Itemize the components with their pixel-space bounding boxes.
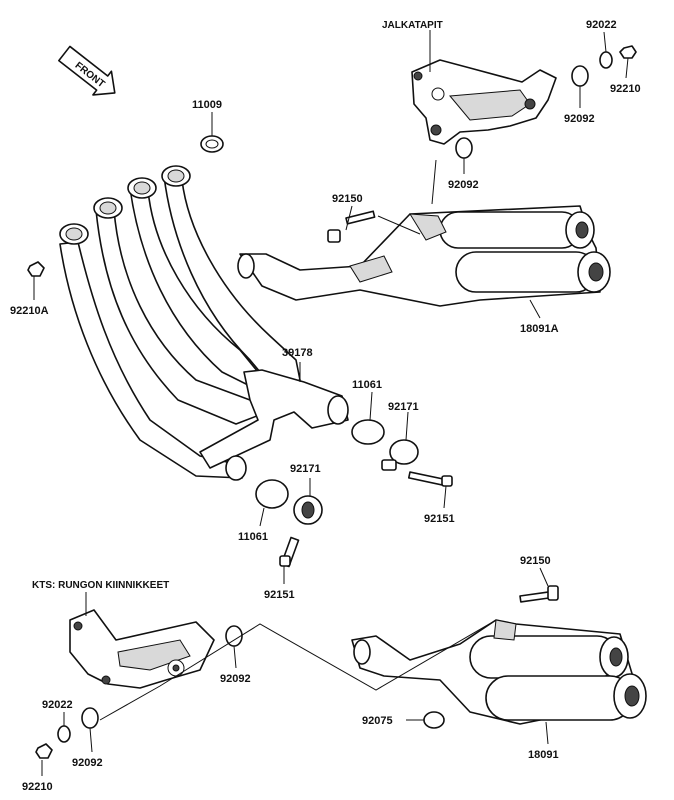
label-92022-top: 92022: [586, 19, 617, 31]
nut-92210A: [27, 261, 45, 277]
label-11061-b: 11061: [238, 531, 268, 543]
front-arrow-icon: FRONT: [58, 45, 116, 96]
label-11009: 11009: [192, 99, 222, 111]
cap-92075: [423, 711, 445, 729]
label-92151-a: 92151: [424, 513, 455, 525]
collar-92092-bottom-a: [225, 625, 243, 647]
label-92092-bottom-a: 92092: [220, 673, 251, 685]
label-92022-bottom: 92022: [42, 699, 73, 711]
label-11061-a: 11061: [352, 379, 382, 391]
label-18091A: 18091A: [520, 323, 559, 335]
collar-92092-top-b: [455, 137, 473, 159]
collar-92092-bottom-b: [81, 707, 99, 729]
note-rungon-kiinnikkeet: KTS: RUNGON KIINNIKKEET: [32, 580, 169, 591]
label-92092-top-b: 92092: [448, 179, 479, 191]
sleeve-11061-a: [351, 419, 385, 445]
note-jalkatapit: JALKATAPIT: [382, 20, 443, 31]
bolt-92150-top: [327, 210, 376, 243]
nut-92210-bottom: [35, 743, 53, 759]
header-flanges: [59, 165, 191, 245]
collar-92092-top-a: [571, 65, 589, 87]
label-18091: 18091: [528, 749, 559, 761]
label-92075: 92075: [362, 715, 393, 727]
muffler-lower-18091: [351, 619, 647, 725]
bolt-92150-bottom: [519, 585, 559, 603]
label-92150-bottom: 92150: [520, 555, 551, 567]
washer-92022-bottom: [57, 725, 71, 743]
label-92092-bottom-b: 92092: [72, 757, 103, 769]
label-92210A: 92210A: [10, 305, 49, 317]
upper-footrest-bracket: [411, 59, 557, 145]
leader-lines: [33, 30, 629, 776]
sleeve-11061-b: [255, 479, 289, 509]
muffler-upper-18091A: [237, 205, 611, 307]
lower-frame-bracket: [69, 609, 215, 689]
label-92171-a: 92171: [388, 401, 419, 413]
nut-92210-top: [619, 45, 637, 59]
label-39178: 39178: [282, 347, 313, 359]
bolt-92151-b: [279, 536, 300, 568]
label-92171-b: 92171: [290, 463, 321, 475]
label-92092-top-a: 92092: [564, 113, 595, 125]
label-92210-top: 92210: [610, 83, 641, 95]
header-pipes: [59, 165, 349, 481]
label-92210-bottom: 92210: [22, 781, 53, 793]
washer-92022-top: [599, 51, 613, 69]
label-92151-b: 92151: [264, 589, 295, 601]
part-labels: JALKATAPIT KTS: RUNGON KIINNIKKEET 92022…: [10, 19, 641, 793]
label-92150-top: 92150: [332, 193, 363, 205]
bolt-92151-a: [407, 471, 453, 487]
clamp-92171-a: [389, 439, 419, 465]
